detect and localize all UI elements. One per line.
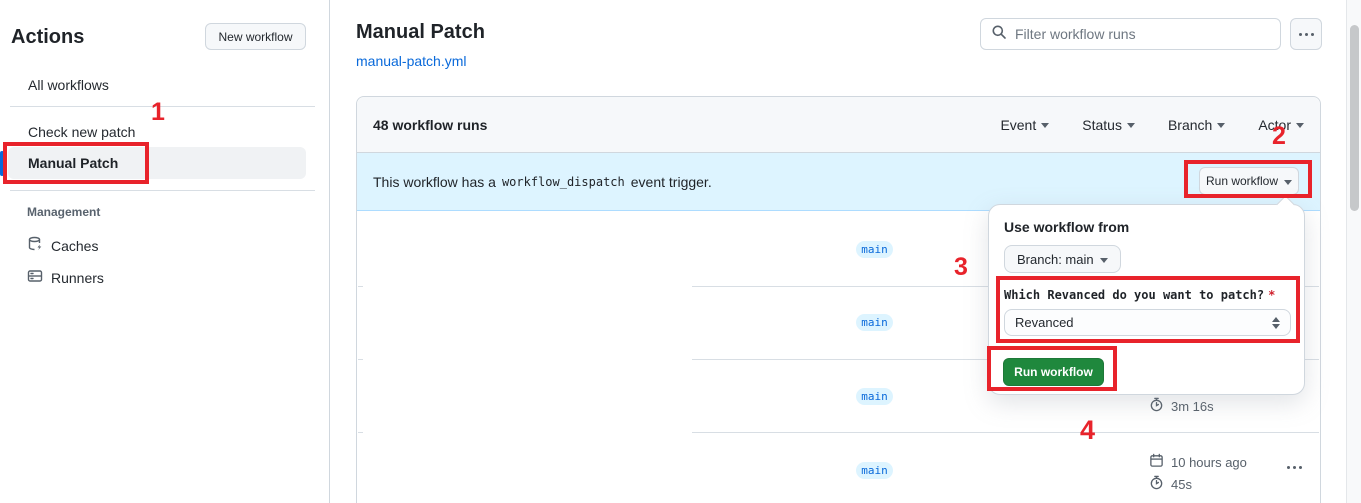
sidebar-item-manual-patch[interactable]: Manual Patch: [28, 155, 119, 171]
sidebar-item-label: Caches: [51, 237, 99, 254]
branch-badge[interactable]: main: [856, 241, 893, 258]
server-icon: [27, 268, 43, 287]
branch-badge[interactable]: main: [856, 462, 893, 479]
sidebar-item-all-workflows[interactable]: All workflows: [28, 77, 109, 93]
banner-text: This workflow has a: [373, 173, 496, 190]
filter-actor[interactable]: Actor: [1258, 117, 1304, 133]
page-title: Manual Patch: [356, 21, 485, 43]
sidebar-selected-accent: [0, 151, 4, 176]
sidebar-divider: [10, 106, 315, 107]
chevron-down-icon: [1126, 123, 1135, 128]
chevron-down-icon: [1284, 179, 1293, 185]
kebab-icon: [1286, 465, 1302, 469]
sidebar-divider: [10, 190, 315, 191]
runs-table-header: 48 workflow runs Event Status Branch Act…: [357, 97, 1320, 153]
search-input[interactable]: [1015, 26, 1270, 42]
calendar-icon: [1149, 453, 1164, 471]
run-date: 10 hours ago: [1149, 453, 1247, 471]
workflow-input-label: Which Revanced do you want to patch?*: [1004, 288, 1276, 302]
run-workflow-dialog: Use workflow from Branch: main Which Rev…: [988, 195, 1305, 395]
branch-badge[interactable]: main: [856, 388, 893, 405]
chevron-down-icon: [1041, 123, 1050, 128]
run-options-button[interactable]: [1277, 457, 1311, 477]
sidebar-title: Actions: [11, 26, 85, 48]
banner-code: workflow_dispatch: [501, 174, 625, 189]
run-workflow-dropdown-button[interactable]: Run workflow: [1199, 167, 1299, 195]
management-section-header: Management: [27, 205, 101, 219]
stopwatch-icon: [1149, 397, 1164, 415]
filter-runs-search[interactable]: [980, 18, 1281, 50]
sidebar-item-runners[interactable]: Runners: [27, 268, 104, 287]
runs-filters: Event Status Branch Actor: [1000, 117, 1304, 133]
chevron-down-icon: [1217, 123, 1226, 128]
run-duration: 45s: [1149, 475, 1192, 493]
sidebar-item-label: Runners: [51, 269, 104, 286]
run-duration: 3m 16s: [1149, 397, 1214, 415]
kebab-icon: [1298, 32, 1314, 36]
page-scrollbar[interactable]: [1346, 0, 1361, 503]
branch-badge[interactable]: main: [856, 314, 893, 331]
filter-event[interactable]: Event: [1000, 117, 1050, 133]
runs-count: 48 workflow runs: [373, 116, 488, 133]
updown-arrows-icon: [1272, 316, 1280, 329]
sidebar-selected-background: [8, 147, 306, 179]
scrollbar-thumb[interactable]: [1350, 25, 1359, 211]
cache-icon: [27, 236, 43, 255]
dialog-heading: Use workflow from: [1004, 219, 1130, 235]
chevron-down-icon: [1099, 257, 1108, 263]
stopwatch-icon: [1149, 475, 1164, 493]
chevron-down-icon: [1296, 123, 1304, 128]
filter-status[interactable]: Status: [1082, 117, 1135, 133]
workflow-file-link[interactable]: manual-patch.yml: [356, 53, 467, 69]
workflow-options-button[interactable]: [1290, 18, 1322, 50]
workflow-dispatch-banner: This workflow has a workflow_dispatch ev…: [357, 153, 1320, 211]
sidebar-item-check-new-patch[interactable]: Check new patch: [28, 124, 136, 140]
run-workflow-submit-button[interactable]: Run workflow: [1003, 358, 1104, 386]
filter-branch[interactable]: Branch: [1168, 117, 1226, 133]
sidebar-item-caches[interactable]: Caches: [27, 236, 98, 255]
search-icon: [991, 24, 1007, 45]
required-marker: *: [1268, 288, 1276, 302]
new-workflow-button[interactable]: New workflow: [205, 23, 306, 50]
branch-selector-button[interactable]: Branch: main: [1004, 245, 1121, 273]
actions-sidebar: Actions New workflow All workflows Check…: [0, 0, 330, 503]
banner-text: event trigger.: [630, 173, 712, 190]
row-divider: [358, 432, 1319, 433]
revanced-select[interactable]: Revanced: [1004, 309, 1291, 336]
